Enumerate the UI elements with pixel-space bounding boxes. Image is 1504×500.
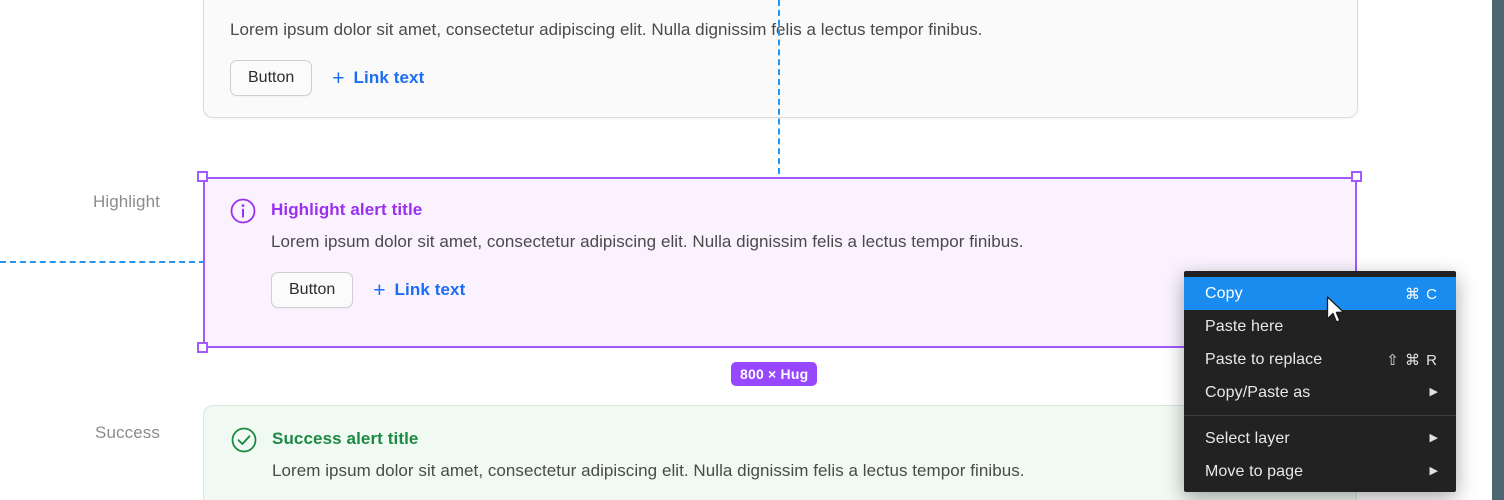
context-menu-item-label: Copy/Paste as [1205, 383, 1311, 401]
submenu-arrow-icon: ▶ [1429, 432, 1438, 444]
alert-row: Highlight alert title Lorem ipsum dolor … [229, 197, 1331, 308]
context-menu-item-label: Copy [1205, 284, 1243, 302]
selection-size-badge: 800 × Hug [731, 362, 818, 386]
right-panel-rail [1492, 0, 1504, 500]
alert-row: Success alert title Lorem ipsum dolor si… [230, 426, 1330, 484]
alert-link[interactable]: + Link text [373, 280, 465, 301]
alert-card-neutral[interactable]: Lorem ipsum dolor sit amet, consectetur … [203, 0, 1358, 118]
context-menu-item-copy-paste-as[interactable]: Copy/Paste as ▶ [1184, 376, 1456, 409]
alert-card-highlight[interactable]: Highlight alert title Lorem ipsum dolor … [203, 177, 1357, 348]
context-menu-item-shortcut: ⌘ C [1405, 285, 1438, 303]
context-menu-item-label: Move to page [1205, 462, 1304, 480]
plus-icon: + [332, 66, 345, 90]
context-menu-item-label: Select layer [1205, 429, 1290, 447]
resize-handle-top-left[interactable] [197, 171, 208, 182]
context-menu[interactable]: Copy ⌘ C Paste here Paste to replace ⇧ ⌘… [1184, 271, 1456, 492]
context-menu-item-shortcut: ⇧ ⌘ R [1386, 351, 1438, 369]
row-label-highlight: Highlight [92, 192, 160, 211]
alert-button[interactable]: Button [271, 272, 354, 308]
horizontal-alignment-guide [0, 261, 205, 263]
alert-title: Highlight alert title [271, 200, 423, 219]
alert-button[interactable]: Button [230, 60, 313, 96]
alert-actions: Button + Link text [271, 272, 1331, 308]
alert-card-success[interactable]: Success alert title Lorem ipsum dolor si… [203, 405, 1357, 500]
alert-link-label: Link text [394, 280, 466, 299]
context-menu-item-paste-to-replace[interactable]: Paste to replace ⇧ ⌘ R [1184, 343, 1456, 376]
check-circle-icon [230, 426, 258, 454]
context-menu-separator [1184, 415, 1456, 416]
vertical-alignment-guide [778, 0, 780, 174]
alert-title: Success alert title [272, 429, 419, 448]
context-menu-item-label: Paste to replace [1205, 350, 1323, 368]
alert-link-label: Link text [353, 68, 425, 87]
alert-description: Lorem ipsum dolor sit amet, consectetur … [271, 232, 1024, 251]
submenu-arrow-icon: ▶ [1429, 386, 1438, 398]
row-label-success: Success [95, 423, 160, 442]
submenu-arrow-icon: ▶ [1429, 465, 1438, 477]
context-menu-item-label: Paste here [1205, 317, 1284, 335]
alert-actions: Button + Link text [230, 60, 1331, 96]
alert-row: Lorem ipsum dolor sit amet, consectetur … [230, 0, 1331, 96]
alert-description: Lorem ipsum dolor sit amet, consectetur … [230, 20, 983, 39]
resize-handle-top-right[interactable] [1351, 171, 1362, 182]
context-menu-item-copy[interactable]: Copy ⌘ C [1184, 277, 1456, 310]
resize-handle-bottom-left[interactable] [197, 342, 208, 353]
alert-body: Lorem ipsum dolor sit amet, consectetur … [230, 0, 1331, 96]
alert-body: Highlight alert title Lorem ipsum dolor … [271, 197, 1331, 308]
context-menu-item-move-to-page[interactable]: Move to page ▶ [1184, 455, 1456, 488]
context-menu-item-paste-here[interactable]: Paste here [1184, 310, 1456, 343]
alert-description: Lorem ipsum dolor sit amet, consectetur … [272, 461, 1025, 480]
alert-link[interactable]: + Link text [332, 68, 424, 89]
plus-icon: + [373, 278, 386, 302]
alert-body: Success alert title Lorem ipsum dolor si… [272, 426, 1330, 484]
info-circle-icon [229, 197, 257, 225]
context-menu-item-select-layer[interactable]: Select layer ▶ [1184, 422, 1456, 455]
